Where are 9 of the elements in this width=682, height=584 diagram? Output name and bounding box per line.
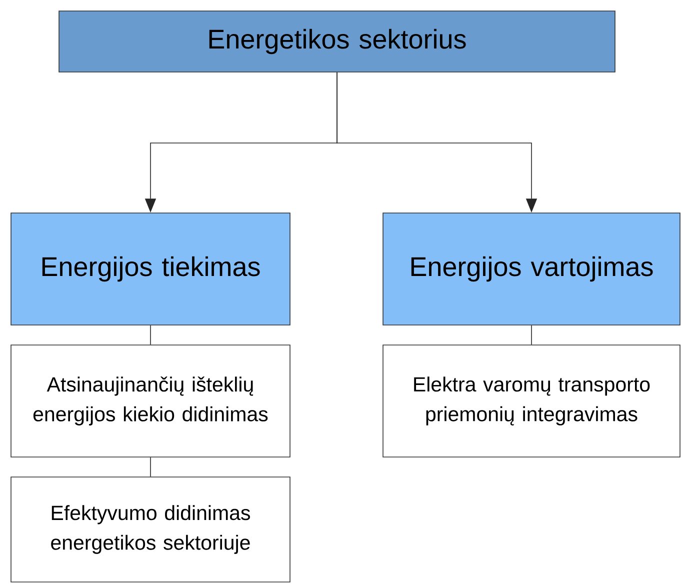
connector xyxy=(531,325,532,345)
item-box: Atsinaujinančių išteklių energijos kiekio didinimas xyxy=(10,344,290,458)
item-box: Elektra varomų transporto priemonių integravimas xyxy=(382,344,680,458)
category-box: Energijos vartojimas xyxy=(382,212,680,326)
heading-box: Energetikos sektorius xyxy=(58,10,616,72)
connector xyxy=(150,457,151,477)
item-box: Efektyvumo didinimas energetikos sektoriuje xyxy=(10,476,290,582)
connector xyxy=(150,325,151,345)
category-box: Energijos tiekimas xyxy=(10,212,290,326)
